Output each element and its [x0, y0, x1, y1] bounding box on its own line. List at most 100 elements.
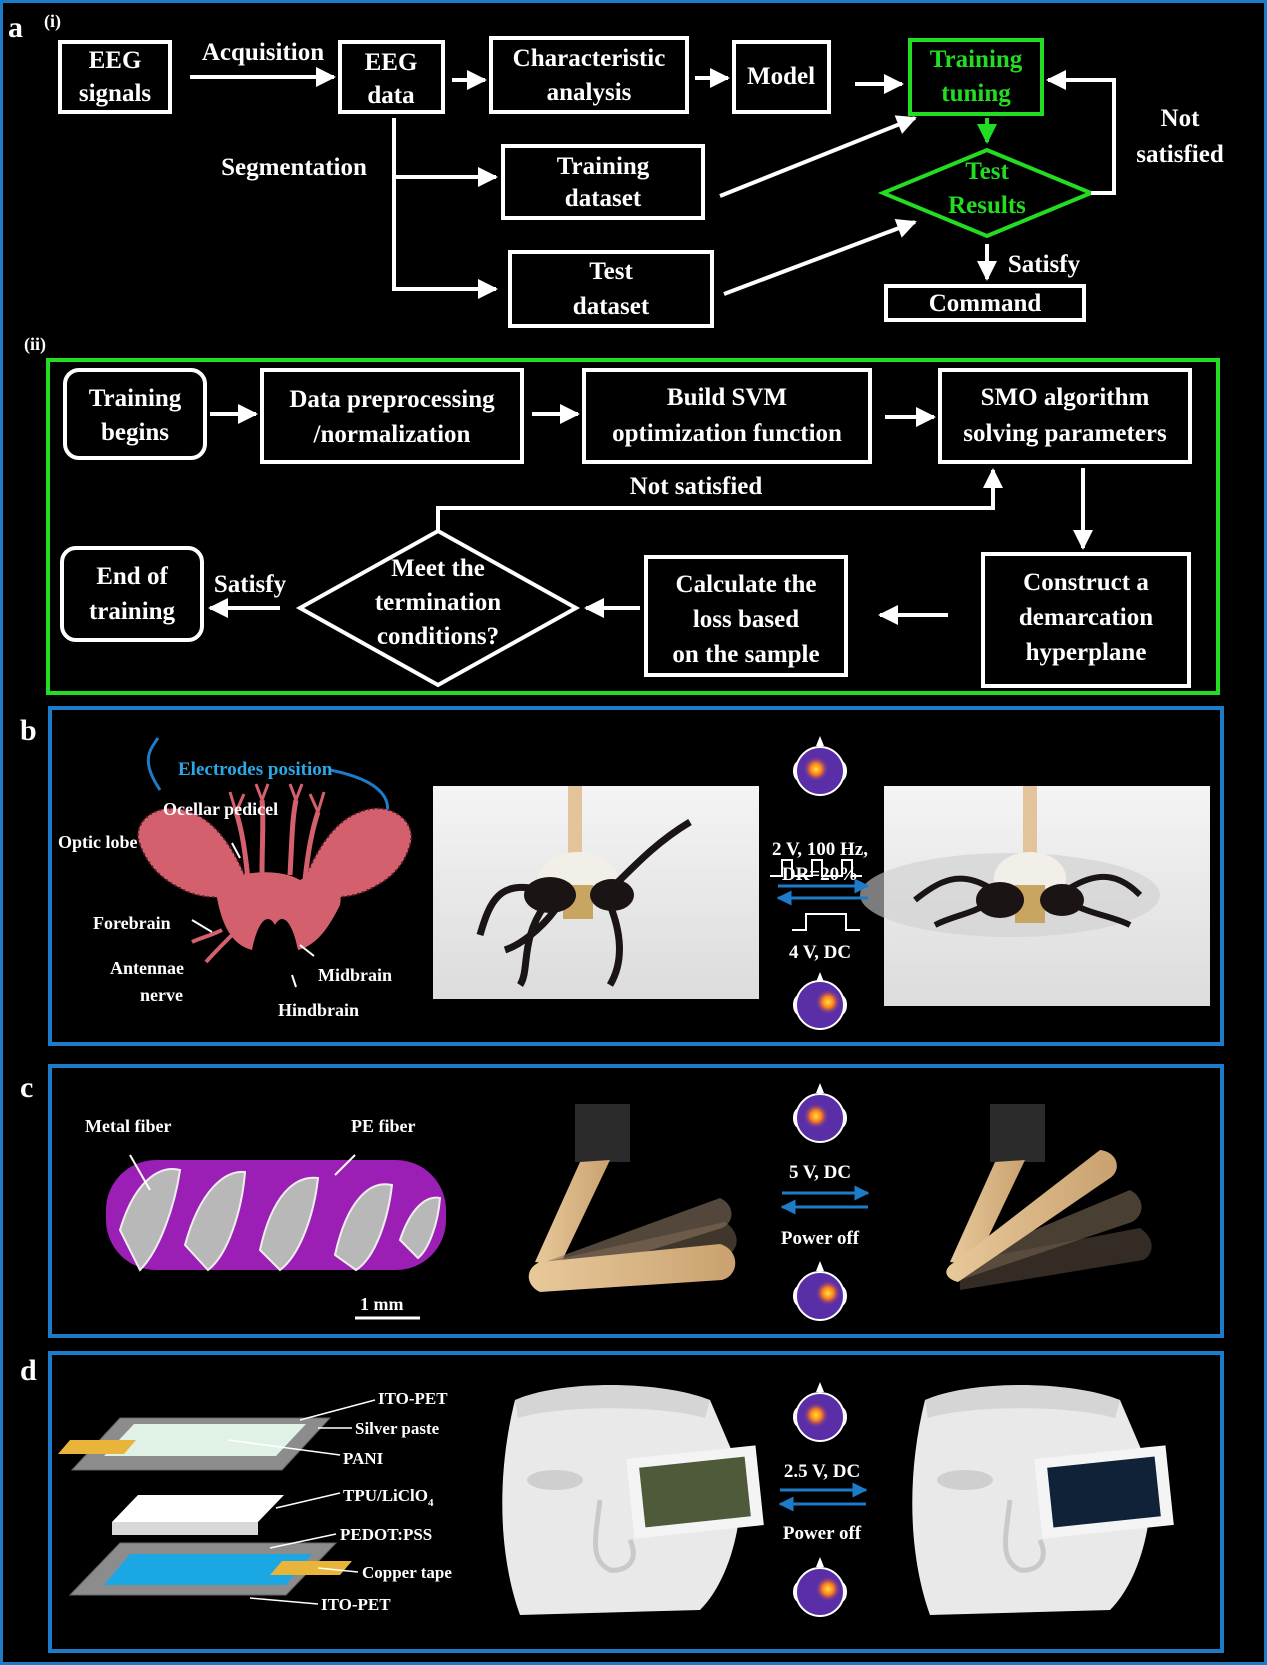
label-b-signal-top-2: DR=20% [782, 864, 858, 885]
head-icon-d-top [793, 1382, 847, 1442]
label-termination-2: termination [375, 589, 501, 616]
head-icon-c-top [793, 1083, 847, 1143]
label-antennae-nerve-2: nerve [140, 985, 183, 1005]
label-data-preprocessing-2: /normalization [313, 421, 471, 448]
label-not-satisfied-2: satisfied [1136, 141, 1224, 168]
label-ocellar-pedicel: Ocellar pedicel [163, 799, 278, 819]
label-end-of-training-2: training [89, 598, 176, 625]
head-icon-b-bottom [793, 972, 847, 1030]
flow-ii-text: Training begins Data preprocessing /norm… [89, 384, 1167, 668]
panel-a-ii-frame [46, 358, 1220, 695]
label-eeg-signals-1: EEG [89, 47, 142, 74]
panel-c-frame [48, 1064, 1224, 1338]
label-smo-2: solving parameters [963, 420, 1167, 447]
label-ii-not-satisfied: Not satisfied [630, 473, 763, 500]
label-training-tuning-1: Training [930, 46, 1023, 73]
pulse-waveform [770, 859, 862, 877]
panel-label-a-i: (i) [44, 11, 61, 32]
box-calculate-loss [644, 555, 848, 677]
panel-b-labels: Electrodes position Ocellar pedicel Opti… [58, 759, 392, 1020]
layer-pani [104, 1424, 306, 1456]
arrow-not-satisfied-back [436, 468, 1003, 531]
panel-c-labels: Metal fiber PE fiber 1 mm [85, 1116, 416, 1314]
flow-ii-arrows [208, 404, 1093, 625]
panel-label-d: d [20, 1354, 37, 1387]
label-layer-5: PEDOT:PSS [340, 1525, 432, 1544]
mannequin-photo-left [502, 1385, 764, 1615]
label-acquisition: Acquisition [202, 39, 324, 66]
box-command [884, 284, 1086, 322]
label-layer-7: ITO-PET [321, 1595, 391, 1614]
brain-label-leaders [191, 842, 315, 988]
layer-copper-tape [270, 1561, 352, 1575]
box-end-of-training [60, 546, 204, 642]
label-training-begins-2: begins [101, 419, 169, 446]
box-characteristic-analysis [489, 36, 689, 114]
panel-d-labels: ITO-PET Silver paste PANI TPU/LiClO4 PED… [321, 1389, 452, 1614]
beetle-photo-rest [433, 786, 759, 999]
label-data-preprocessing-1: Data preprocessing [289, 386, 495, 413]
label-termination-1: Meet the [391, 555, 485, 582]
label-forebrain: Forebrain [93, 913, 171, 933]
head-icon-c-bottom [793, 1261, 847, 1321]
label-calculate-loss-1: Calculate the [676, 571, 817, 598]
label-optic-lobe: Optic lobe [58, 832, 138, 852]
box-hyperplane [981, 552, 1191, 688]
panel-b-frame [48, 706, 1224, 1046]
layer-silver-tab [58, 1440, 136, 1454]
label-layer-4-main: TPU/LiClO [343, 1486, 428, 1505]
layer-tpu-top [112, 1495, 284, 1522]
label-midbrain: Midbrain [318, 965, 392, 985]
head-icon-b-top [793, 736, 847, 796]
label-calculate-loss-3: on the sample [672, 641, 819, 668]
label-scale-bar: 1 mm [360, 1294, 404, 1314]
panel-d-frame [48, 1351, 1224, 1653]
actuator-photo-right [946, 1104, 1152, 1290]
label-layer-4: TPU/LiClO4 [343, 1486, 434, 1509]
label-antennae-nerve-1: Antennae [110, 958, 184, 978]
label-eeg-signals-2: signals [79, 80, 152, 107]
label-build-svm-2: optimization function [612, 420, 842, 447]
box-training-begins [63, 368, 207, 460]
label-c-signal-bottom: Power off [781, 1228, 860, 1249]
label-characteristic-1: Characteristic [513, 45, 666, 72]
label-hindbrain: Hindbrain [278, 1000, 359, 1020]
label-not-satisfied-1: Not [1161, 105, 1201, 132]
label-training-begins-1: Training [89, 385, 182, 412]
device-layer-stack [58, 1399, 376, 1605]
label-test-results-1: Test [965, 158, 1009, 185]
signal-c: 5 V, DC Power off [780, 1162, 870, 1249]
box-build-svm [582, 368, 872, 464]
label-command: Command [929, 290, 1042, 317]
box-training-dataset [501, 144, 705, 220]
arrow-test-to-results [723, 218, 917, 296]
label-build-svm-1: Build SVM [667, 384, 787, 411]
label-d-signal-top: 2.5 V, DC [784, 1461, 860, 1482]
label-hyperplane-1: Construct a [1023, 569, 1149, 596]
label-hyperplane-2: demarcation [1019, 604, 1153, 631]
dc-waveform [792, 913, 860, 931]
label-layer-6: Copper tape [362, 1563, 452, 1582]
label-d-signal-bottom: Power off [783, 1523, 862, 1544]
panel-label-c: c [20, 1071, 33, 1104]
label-characteristic-2: analysis [547, 79, 632, 106]
flow-ii-boxes [60, 368, 1192, 688]
fiber-illustration [106, 1154, 446, 1320]
mannequin-photo-right [912, 1385, 1174, 1615]
flow-i-boxes [58, 36, 1086, 328]
label-layer-1: ITO-PET [378, 1389, 448, 1408]
signal-d: 2.5 V, DC Power off [778, 1461, 868, 1544]
label-eeg-data-2: data [367, 82, 415, 109]
label-satisfy: Satisfy [1008, 251, 1081, 278]
label-metal-fiber: Metal fiber [85, 1116, 171, 1136]
panel-label-b: b [20, 714, 37, 747]
label-smo-1: SMO algorithm [981, 384, 1150, 411]
beetle-photo-flapping [860, 786, 1210, 1006]
layer-pedot-pss [104, 1554, 312, 1585]
actuator-photo-left [528, 1104, 737, 1292]
label-model: Model [747, 63, 815, 90]
beetle-brain-illustration [137, 737, 413, 988]
flow-i-arrows [190, 67, 1116, 299]
label-b-signal-top-1: 2 V, 100 Hz, [772, 839, 868, 860]
